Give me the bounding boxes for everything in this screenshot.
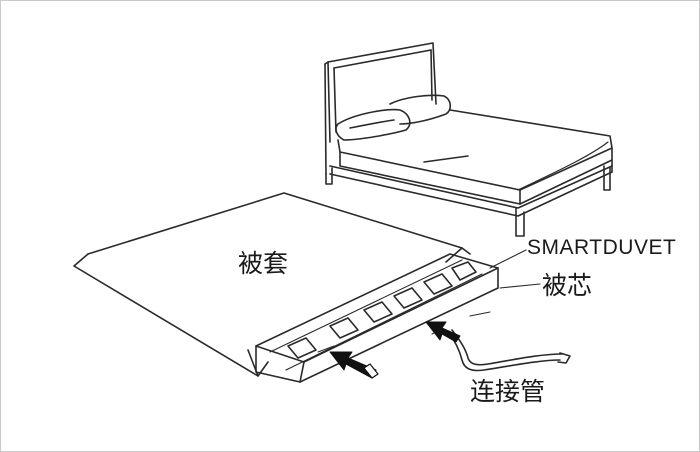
leader-duvet-insert xyxy=(499,283,541,289)
bed-headboard xyxy=(324,42,437,175)
bed xyxy=(324,42,613,237)
insert-arrow-left xyxy=(329,351,379,379)
duvet-cover-label: 被套 xyxy=(238,249,289,278)
duvet-insert xyxy=(255,253,499,383)
connecting-tube-label: 连接管 xyxy=(470,377,546,406)
duvet-insert-label: 被芯 xyxy=(542,271,593,300)
bed-mattress xyxy=(337,109,613,205)
leader-smartduvet xyxy=(489,249,527,269)
leader-tube xyxy=(469,311,491,317)
bed-frame xyxy=(325,159,613,237)
leader-lines xyxy=(469,249,541,317)
bed-pillows xyxy=(335,94,452,141)
smartduvet-label: SMARTDUVET xyxy=(527,236,677,259)
insert-arrow-right xyxy=(425,321,461,343)
